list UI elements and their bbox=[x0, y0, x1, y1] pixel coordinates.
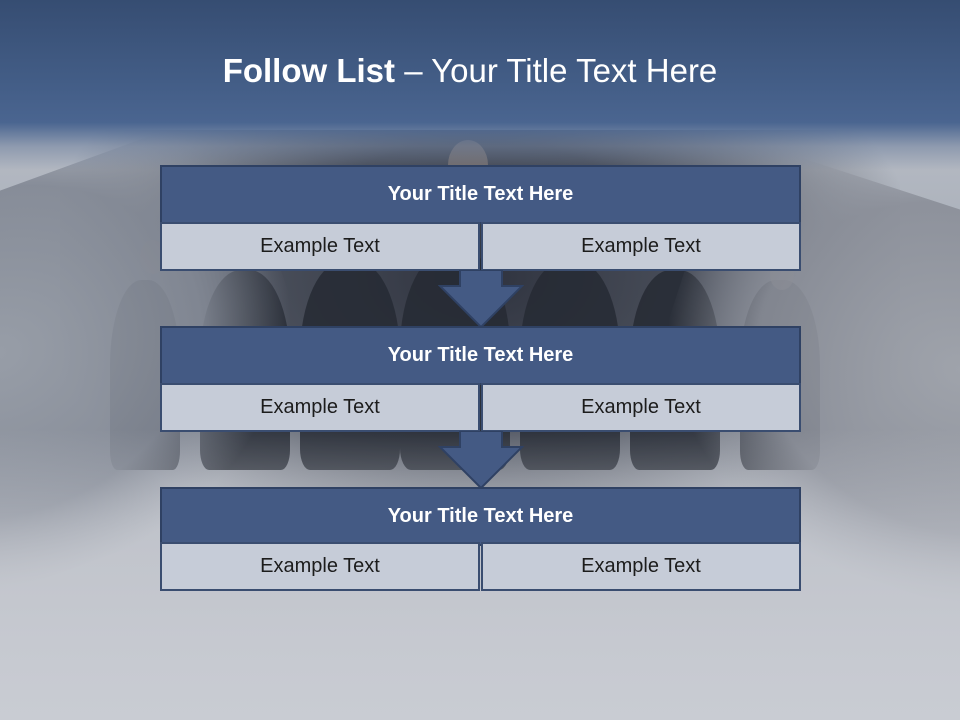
slide-title-separator: – bbox=[395, 52, 432, 89]
step-3-right-text: Example Text bbox=[481, 542, 801, 591]
step-2-left-text: Example Text bbox=[160, 383, 480, 432]
step-title-1: Your Title Text Here bbox=[160, 165, 801, 224]
step-title-3: Your Title Text Here bbox=[160, 487, 801, 546]
step-1-right-text: Example Text bbox=[481, 222, 801, 271]
header-band bbox=[0, 0, 960, 170]
step-block-3: Your Title Text Here Example Text Exampl… bbox=[160, 487, 801, 593]
step-block-1: Your Title Text Here Example Text Exampl… bbox=[160, 165, 801, 273]
slide-title-bold: Follow List bbox=[222, 52, 396, 89]
step-2-right-text: Example Text bbox=[481, 383, 801, 432]
step-block-2: Your Title Text Here Example Text Exampl… bbox=[160, 326, 801, 434]
slide-title-rest: Your Title Text Here bbox=[431, 52, 718, 89]
down-arrow-icon bbox=[438, 270, 524, 328]
step-1-left-text: Example Text bbox=[160, 222, 480, 271]
slide-title: Follow List – Your Title Text Here bbox=[0, 52, 940, 90]
down-arrow-icon bbox=[438, 431, 524, 489]
step-3-left-text: Example Text bbox=[160, 542, 480, 591]
step-title-2: Your Title Text Here bbox=[160, 326, 801, 385]
